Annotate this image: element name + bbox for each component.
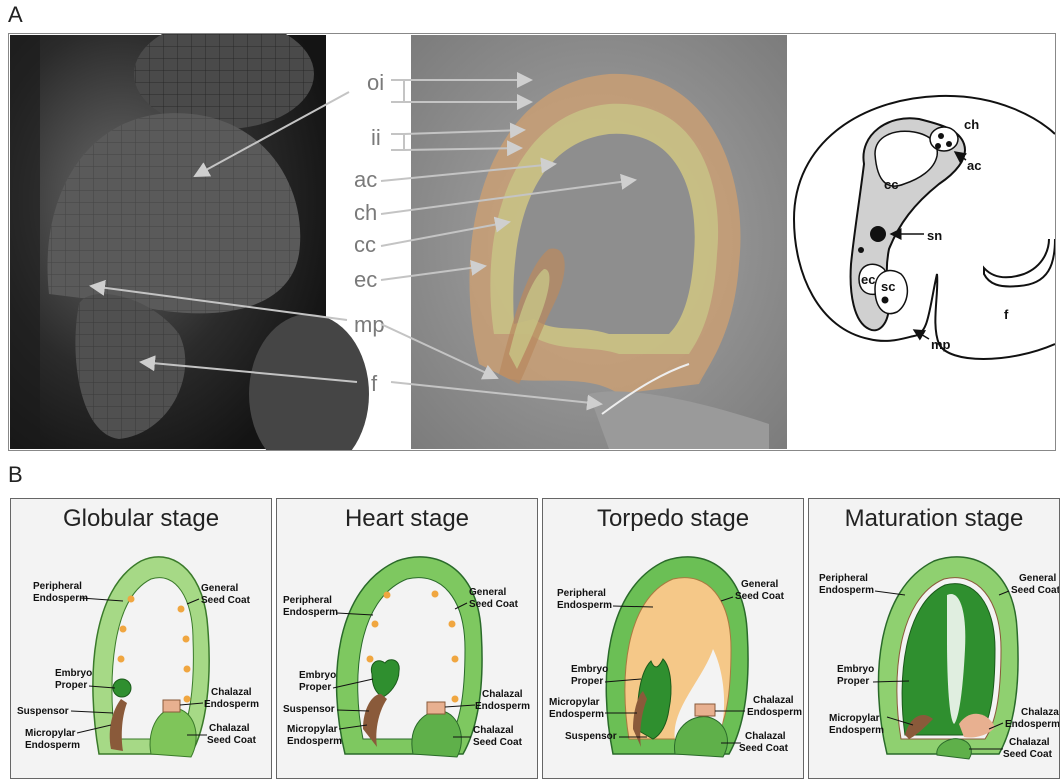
schem-label-ac: ac bbox=[967, 158, 981, 173]
label-peripheral-2: Endosperm bbox=[33, 593, 88, 604]
label-micropylar-1: Micropylar bbox=[287, 724, 338, 735]
label-general-1: General bbox=[201, 583, 238, 594]
schem-label-sn: sn bbox=[927, 228, 942, 243]
label-general-2: Seed Coat bbox=[735, 591, 785, 602]
label-chalazal-endo-1: Chalazal bbox=[482, 689, 523, 700]
panel-a-figure: oi ii ac ch cc ec mp f bbox=[8, 33, 1056, 451]
schem-label-f: f bbox=[1004, 307, 1009, 322]
label-chalazal-coat-2: Seed Coat bbox=[739, 743, 789, 754]
label-embryo-1: Embryo bbox=[571, 664, 608, 675]
label-suspensor: Suspensor bbox=[565, 731, 617, 742]
label-chalazal-coat-1: Chalazal bbox=[1009, 737, 1050, 748]
label-embryo-2: Proper bbox=[55, 680, 87, 691]
label-chalazal-endo-2: Endosperm bbox=[747, 707, 802, 718]
label-chalazal-coat-2: Seed Coat bbox=[207, 735, 257, 746]
label-chalazal-coat-1: Chalazal bbox=[473, 725, 514, 736]
label-general-2: Seed Coat bbox=[469, 599, 519, 610]
label-micropylar-2: Endosperm bbox=[287, 736, 342, 747]
maturation-diagram: Peripheral Endosperm General Seed Coat E… bbox=[809, 499, 1060, 779]
label-general-2: Seed Coat bbox=[201, 595, 251, 606]
schem-label-ch: ch bbox=[964, 117, 979, 132]
panel-a-svg: oi ii ac ch cc ec mp f bbox=[9, 34, 1055, 450]
schem-label-mp: mp bbox=[931, 337, 951, 352]
label-ii: ii bbox=[371, 125, 381, 150]
dic-image bbox=[411, 35, 787, 449]
globular-diagram: Peripheral Endosperm General Seed Coat E… bbox=[11, 499, 272, 779]
stage-globular: Globular stage Peripheral Endosperm Gene… bbox=[10, 498, 272, 779]
torpedo-diagram: Peripheral Endosperm General Seed Coat E… bbox=[543, 499, 804, 779]
label-chalazal-endo-2: Endosperm bbox=[204, 699, 259, 710]
label-oi: oi bbox=[367, 70, 384, 95]
label-ch: ch bbox=[354, 200, 377, 225]
label-chalazal-coat-2: Seed Coat bbox=[473, 737, 523, 748]
label-chalazal-endo-1: Chalazal bbox=[753, 695, 794, 706]
label-chalazal-endo-1: Chalazal bbox=[211, 687, 252, 698]
label-micropylar-1: Micropylar bbox=[549, 697, 600, 708]
label-peripheral-1: Peripheral bbox=[819, 573, 868, 584]
stage-heart: Heart stage Peripheral Endosperm General… bbox=[276, 498, 538, 779]
label-general-1: General bbox=[741, 579, 778, 590]
label-micropylar-2: Endosperm bbox=[549, 709, 604, 720]
label-embryo-1: Embryo bbox=[55, 668, 92, 679]
label-peripheral-1: Peripheral bbox=[557, 588, 606, 599]
sem-image bbox=[10, 34, 369, 450]
label-chalazal-endo-2: Endosperm bbox=[1005, 719, 1060, 730]
heart-diagram: Peripheral Endosperm General Seed Coat E… bbox=[277, 499, 538, 779]
panel-b-letter: B bbox=[8, 462, 23, 488]
label-ac: ac bbox=[354, 167, 377, 192]
stage-maturation: Maturation stage Peripheral Endosperm Ge… bbox=[808, 498, 1060, 779]
label-general-1: General bbox=[1019, 573, 1056, 584]
label-peripheral-2: Endosperm bbox=[557, 600, 612, 611]
label-embryo-2: Proper bbox=[571, 676, 603, 687]
label-peripheral-2: Endosperm bbox=[819, 585, 874, 596]
ovule-schematic: ch ac cc sn ec sc mp f bbox=[794, 96, 1055, 359]
label-micropylar-2: Endosperm bbox=[829, 725, 884, 736]
label-chalazal-coat-2: Seed Coat bbox=[1003, 749, 1053, 760]
label-peripheral-1: Peripheral bbox=[283, 595, 332, 606]
label-f: f bbox=[371, 371, 378, 396]
label-suspensor: Suspensor bbox=[17, 706, 69, 717]
schem-label-ec: ec bbox=[861, 272, 875, 287]
label-mp: mp bbox=[354, 312, 385, 337]
label-micropylar-1: Micropylar bbox=[829, 713, 880, 724]
middle-labels: oi ii ac ch cc ec mp f bbox=[354, 70, 385, 396]
label-general-2: Seed Coat bbox=[1011, 585, 1060, 596]
schem-label-cc: cc bbox=[884, 177, 898, 192]
label-chalazal-coat-1: Chalazal bbox=[209, 723, 250, 734]
label-chalazal-endo-1: Chalazal bbox=[1021, 707, 1060, 718]
label-general-1: General bbox=[469, 587, 506, 598]
label-suspensor: Suspensor bbox=[283, 704, 335, 715]
label-cc: cc bbox=[354, 232, 376, 257]
label-peripheral-2: Endosperm bbox=[283, 607, 338, 618]
label-embryo-1: Embryo bbox=[299, 670, 336, 681]
schem-label-sc: sc bbox=[881, 279, 895, 294]
label-chalazal-coat-1: Chalazal bbox=[745, 731, 786, 742]
label-micropylar-2: Endosperm bbox=[25, 740, 80, 751]
label-ec: ec bbox=[354, 267, 377, 292]
label-embryo-1: Embryo bbox=[837, 664, 874, 675]
label-embryo-2: Proper bbox=[837, 676, 869, 687]
label-chalazal-endo-2: Endosperm bbox=[475, 701, 530, 712]
panel-a-letter: A bbox=[8, 2, 23, 28]
stage-torpedo: Torpedo stage Peripheral Endosperm Gener… bbox=[542, 498, 804, 779]
label-peripheral-1: Peripheral bbox=[33, 581, 82, 592]
label-micropylar-1: Micropylar bbox=[25, 728, 76, 739]
label-embryo-2: Proper bbox=[299, 682, 331, 693]
